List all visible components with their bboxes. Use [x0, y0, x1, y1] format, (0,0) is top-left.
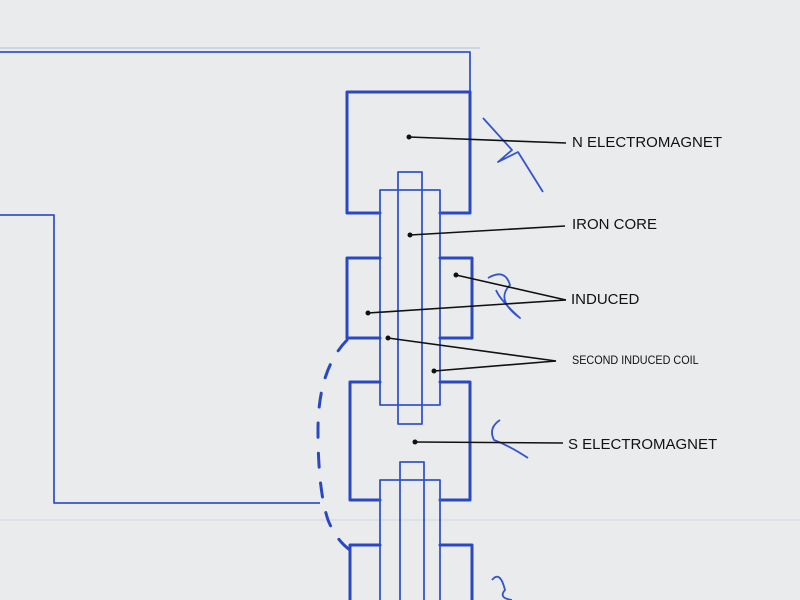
top-wire	[0, 51, 471, 92]
label-n-electromagnet: N ELECTROMAGNET	[572, 134, 723, 151]
iron-core-outer	[379, 189, 441, 406]
lower-core-outer	[379, 479, 441, 600]
s-electromagnet-winding	[491, 419, 529, 459]
induced-winding	[487, 273, 521, 319]
label-second-induced-coil: SECOND INDUCED COIL	[572, 353, 699, 367]
label-induced: INDUCED	[571, 291, 640, 308]
lower-coil-box	[348, 543, 474, 600]
left-wire	[0, 214, 320, 504]
dashed-connection	[316, 338, 352, 552]
n-electromagnet-winding	[482, 117, 544, 193]
label-iron-core: IRON CORE	[572, 216, 658, 233]
n-electromagnet-shape	[345, 90, 472, 215]
induced-coil-left	[345, 256, 382, 340]
induced-coil-right	[438, 256, 474, 340]
lower-winding	[491, 575, 513, 600]
label-s-electromagnet: S ELECTROMAGNET	[568, 436, 718, 453]
iron-core-inner	[397, 171, 423, 425]
s-electromagnet-shape	[348, 380, 472, 502]
leader-lines	[365, 134, 567, 445]
lower-core-inner	[399, 461, 425, 600]
